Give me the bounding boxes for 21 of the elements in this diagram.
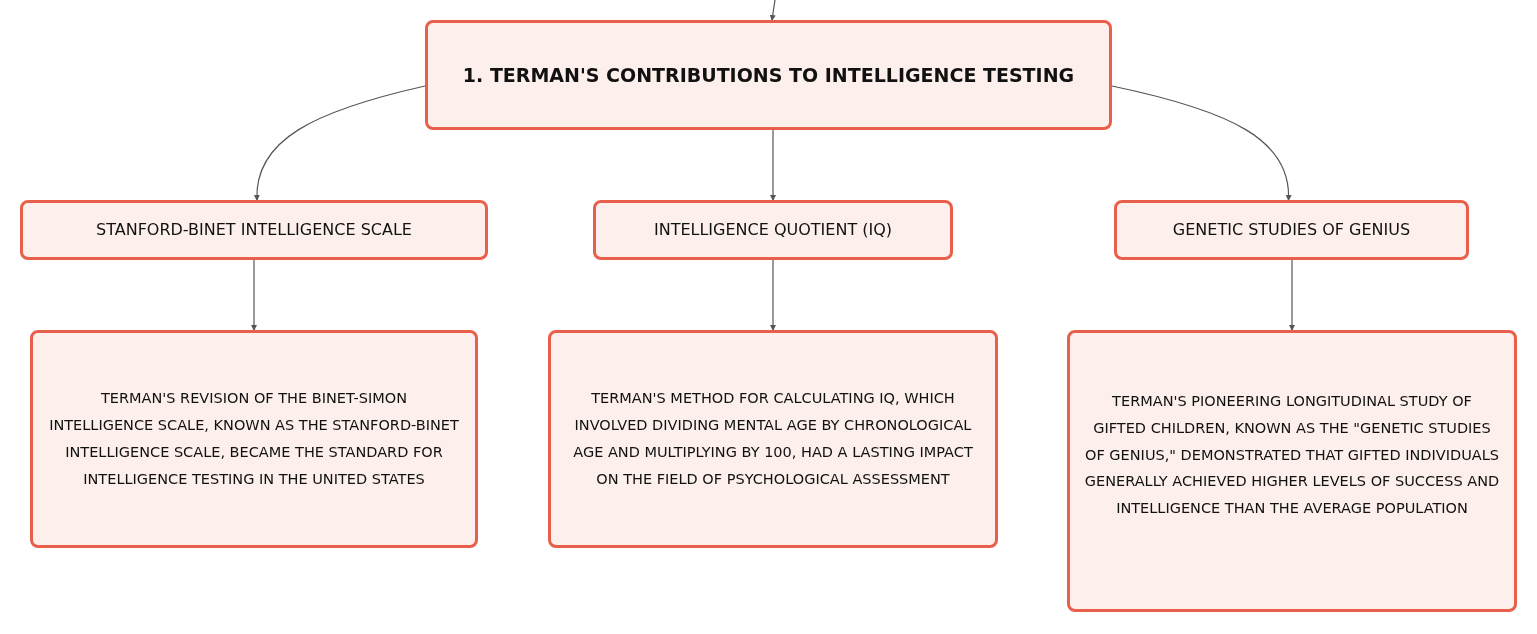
- description-box: [548, 330, 998, 548]
- topic-title: 1. TERMAN'S CONTRIBUTIONS TO INTELLIGENCE TESTING: [462, 63, 1075, 87]
- description-text: TERMAN'S REVISION OF THE BINET-SIMON INTELLIGENCE SCALE, KNOWN AS THE STANFORD-BINET INTELLIGENCE SCALE, BECAME THE STANDARD FOR INTELLIGENCE TESTING IN THE UNITED STATES: [48, 389, 460, 489]
- subtopic-label: INTELLIGENCE QUOTIENT (IQ): [653, 220, 893, 240]
- description-text: TERMAN'S METHOD FOR CALCULATING IQ, WHICH INVOLVED DIVIDING MENTAL AGE BY CHRONOLOGICAL AGE AND MULTIPLYING BY 100, HAD A LASTING IMPACT ON THE FIELD OF PSYCHOLOGICAL ASSESSMENT: [572, 389, 974, 489]
- arrow: [770, 129, 776, 201]
- topic-box: [425, 20, 1112, 130]
- subtopic-box: [1114, 200, 1469, 260]
- description-text: TERMAN'S PIONEERING LONGITUDINAL STUDY OF GIFTED CHILDREN, KNOWN AS THE "GENETIC STUDIES OF GENIUS," DEMONSTRATED THAT GIFTED INDIVIDUALS GENERALLY ACHIEVED HIGHER LEVELS OF SUCCESS AND INTELLIGENCE THAN THE AVERAGE POPULATION: [1084, 391, 1500, 519]
- arrow: [254, 85, 426, 201]
- arrow: [251, 259, 257, 331]
- arrow: [1289, 259, 1295, 331]
- arrow: [769, 0, 776, 21]
- description-box: [30, 330, 478, 548]
- subtopic-box: [593, 200, 953, 260]
- subtopic-label: GENETIC STUDIES OF GENIUS: [1172, 220, 1411, 240]
- arrow: [1111, 85, 1292, 201]
- arrow: [770, 259, 776, 331]
- description-box: [1067, 330, 1517, 612]
- subtopic-box: [20, 200, 488, 260]
- subtopic-label: STANFORD-BINET INTELLIGENCE SCALE: [96, 220, 412, 240]
